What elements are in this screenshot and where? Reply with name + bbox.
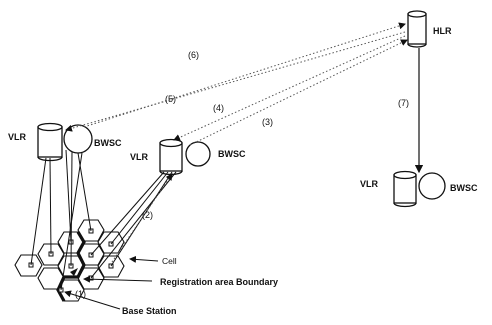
hlr-database-icon	[407, 10, 427, 48]
bwsc-right-label: BWSC	[450, 183, 478, 193]
message-4-line	[173, 35, 406, 141]
step-5-label: (5)	[165, 94, 176, 104]
step-7-label: (7)	[398, 98, 409, 108]
vlr-right-label: VLR	[360, 179, 379, 189]
step-3-label: (3)	[262, 117, 273, 127]
bwsc-mid-circle	[185, 141, 211, 167]
cell-annotation: Cell	[162, 256, 177, 266]
vlr-left-label: VLR	[8, 132, 27, 142]
vlr-left-database-icon	[37, 122, 63, 162]
message-3-line	[189, 39, 408, 146]
mobile-terminal-icon	[70, 268, 78, 276]
left-msc-links	[30, 149, 92, 291]
vlr-mid-database-icon	[159, 138, 183, 176]
vlr-left-node: VLR BWSC	[8, 122, 122, 162]
bwsc-mid-label: BWSC	[218, 149, 246, 159]
step-1-label: (1)	[75, 289, 86, 299]
cell-leader-arrow	[129, 255, 159, 263]
base-station-leader-arrow	[64, 290, 121, 310]
step-4-label: (4)	[213, 103, 224, 113]
dotted-messages	[65, 22, 408, 263]
message-5-line	[65, 31, 406, 132]
bwsc-left-label: BWSC	[94, 138, 122, 148]
bwsc-right-circle	[418, 172, 446, 200]
message-2-line	[111, 173, 173, 263]
step-2-label: (2)	[142, 210, 153, 220]
base-station-annotation: Base Station	[122, 306, 177, 316]
vlr-mid-label: VLR	[130, 152, 149, 162]
hlr-node: HLR	[407, 10, 452, 48]
step-6-label: (6)	[188, 50, 199, 60]
registration-boundary-annotation: Registration area Boundary	[160, 277, 278, 287]
vlr-mid-node: VLR BWSC	[130, 138, 246, 176]
vlr-right-database-icon	[393, 170, 417, 208]
boundary-leader-arrow	[83, 275, 153, 283]
vlr-right-node: VLR BWSC	[360, 170, 478, 208]
hlr-label: HLR	[433, 26, 452, 36]
message-6-line	[83, 22, 406, 128]
bwsc-left-circle	[63, 124, 93, 154]
